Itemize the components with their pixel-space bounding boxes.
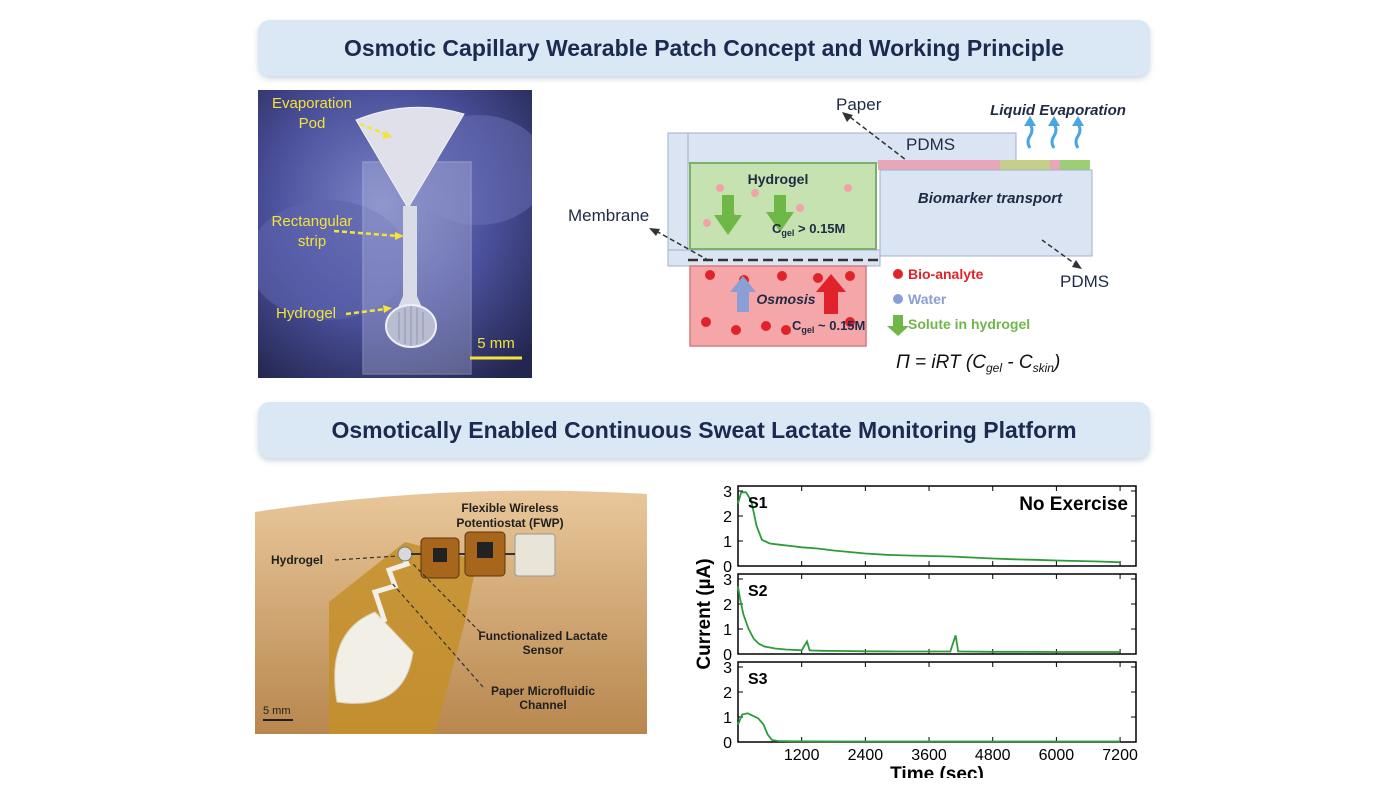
y-tick-label: 0 xyxy=(723,735,732,752)
legend-bioanalyte-marker xyxy=(893,269,903,279)
legend-solute: Solute in hydrogel xyxy=(908,316,1030,332)
paper-channel-label-2: Channel xyxy=(519,698,566,712)
y-tick-label: 2 xyxy=(723,597,732,614)
series-label-s1: S1 xyxy=(748,495,768,512)
working-principle-schematic: Biomarker transport Hydrogel Cgel > 0.15… xyxy=(568,95,1126,375)
y-tick-label: 1 xyxy=(723,710,732,727)
sensor-label-2: Sensor xyxy=(523,643,564,657)
paper-strip xyxy=(878,160,1090,170)
panel-frame-s2 xyxy=(737,573,1137,655)
hydrogel-label-2: Hydrogel xyxy=(271,553,323,567)
panel-frame-s3 xyxy=(737,661,1137,743)
series-line-s1 xyxy=(737,491,1121,564)
scale-bar-label-2: 5 mm xyxy=(263,705,291,717)
x-tick-label: 3600 xyxy=(911,747,947,764)
series-line-s3 xyxy=(737,712,1121,743)
series-label-s3: S3 xyxy=(748,671,768,688)
scale-bar-label: 5 mm xyxy=(477,335,515,352)
series-line-s2 xyxy=(737,586,1121,653)
x-tick-label: 2400 xyxy=(848,747,884,764)
label-rectangular: Rectangular xyxy=(272,213,353,230)
top-section-banner: Osmotic Capillary Wearable Patch Concept… xyxy=(258,20,1150,76)
label-hydrogel: Hydrogel xyxy=(276,305,336,322)
battery xyxy=(514,533,556,577)
x-tick-label: 1200 xyxy=(784,747,820,764)
paper-pod xyxy=(334,611,414,704)
y-tick-label: 3 xyxy=(723,660,732,677)
y-tick-label: 3 xyxy=(723,484,732,501)
y-tick-label: 2 xyxy=(723,685,732,702)
osmotic-pressure-equation: Π = iRT (Cgel - Cskin) xyxy=(896,352,1060,375)
legend-bioanalyte: Bio-analyte xyxy=(908,266,984,282)
fwp-label-1: Flexible Wireless xyxy=(461,501,559,515)
legend-water: Water xyxy=(908,291,947,307)
y-tick-label: 0 xyxy=(723,559,732,576)
y-tick-label: 2 xyxy=(723,509,732,526)
rectangular-strip xyxy=(403,206,417,296)
label-strip: strip xyxy=(298,233,326,250)
pdms-right-label: PDMS xyxy=(1060,272,1109,291)
paper-channel-label-1: Paper Microfluidic xyxy=(491,684,595,698)
legend-water-marker xyxy=(893,294,903,304)
y-tick-label: 3 xyxy=(723,572,732,589)
pdms-top-layer xyxy=(667,132,1017,164)
wearable-platform-photo: Flexible Wireless Potentiostat (FWP) Hyd… xyxy=(255,490,647,734)
paper-channel xyxy=(371,550,411,623)
lactate-sensor xyxy=(397,546,413,562)
chart-title: No Exercise xyxy=(1019,494,1128,515)
y-tick-label: 1 xyxy=(723,534,732,551)
x-axis-label: Time (sec) xyxy=(890,764,984,778)
water-arrow xyxy=(730,276,756,312)
osmosis-label: Osmosis xyxy=(756,291,815,307)
cgel-high-label: Cgel > 0.15M xyxy=(772,221,845,238)
cgel-low-label: Cgel ~ 0.15M xyxy=(792,318,865,335)
legend-solute-marker xyxy=(887,315,909,336)
liquid-evaporation-label: Liquid Evaporation xyxy=(990,102,1126,119)
y-tick-label: 0 xyxy=(723,647,732,664)
panel-frame-s1 xyxy=(737,485,1137,567)
membrane-label: Membrane xyxy=(568,206,649,225)
bottom-banner-title: Osmotically Enabled Continuous Sweat Lac… xyxy=(331,416,1077,443)
label-evaporation: Evaporation xyxy=(272,95,352,112)
solute-arrows xyxy=(714,195,794,235)
top-banner-title: Osmotic Capillary Wearable Patch Concept… xyxy=(344,34,1064,61)
pdms-top-label: PDMS xyxy=(906,135,955,154)
patch-photo: Evaporation Pod Rectangular strip Hydrog… xyxy=(258,90,532,378)
x-tick-label: 6000 xyxy=(1039,747,1075,764)
hydrogel-label: Hydrogel xyxy=(748,171,809,187)
paper-label: Paper xyxy=(836,95,882,114)
evaporation-arrows xyxy=(1026,123,1082,149)
biomarker-transport-label: Biomarker transport xyxy=(918,190,1063,207)
sensor-label-1: Functionalized Lactate xyxy=(478,629,608,643)
y-axis-label: Current (µA) xyxy=(694,558,715,669)
pdms-right-block xyxy=(879,169,1093,257)
y-tick-label: 1 xyxy=(723,622,732,639)
x-tick-label: 4800 xyxy=(975,747,1011,764)
bioanalyte-arrow xyxy=(816,274,846,314)
x-tick-label: 7200 xyxy=(1102,747,1138,764)
fwp-label-2: Potentiostat (FWP) xyxy=(456,516,563,530)
series-label-s2: S2 xyxy=(748,583,768,600)
bottom-section-banner: Osmotically Enabled Continuous Sweat Lac… xyxy=(258,402,1150,458)
label-pod: Pod xyxy=(299,115,326,132)
